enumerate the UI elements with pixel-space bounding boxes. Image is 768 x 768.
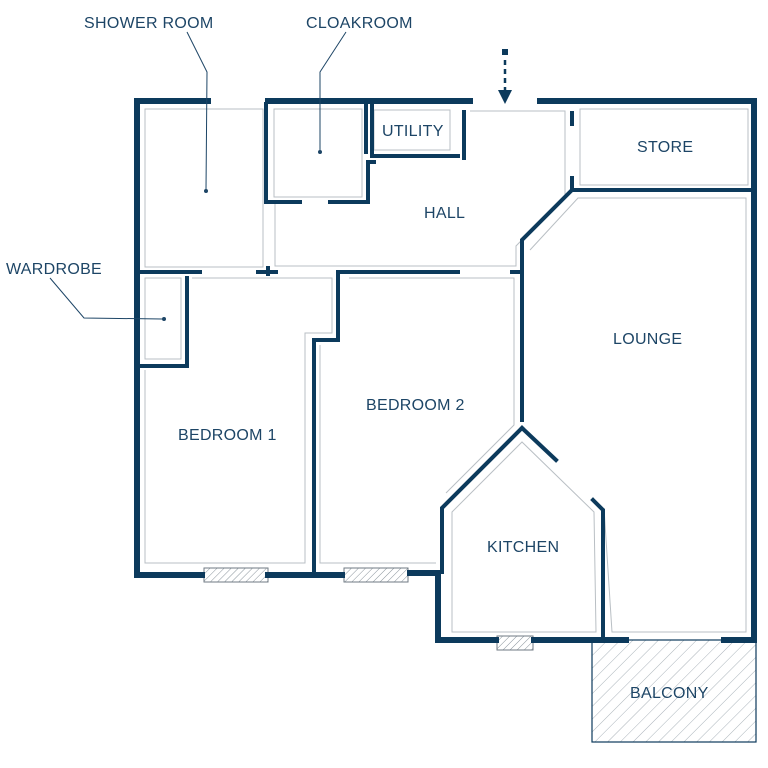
label-wardrobe: WARDROBE [6, 261, 102, 278]
window-bedroom-2 [343, 567, 409, 583]
label-utility: UTILITY [382, 123, 444, 140]
balcony-area [591, 639, 757, 743]
dashed-arrow-down-icon [502, 49, 508, 55]
label-bedroom-2: BEDROOM 2 [366, 397, 465, 414]
inner-wall-lines [144, 108, 749, 633]
interior-walls [139, 102, 754, 638]
label-balcony: BALCONY [630, 685, 709, 702]
leader-lines [49, 31, 347, 321]
label-bedroom-1: BEDROOM 1 [178, 427, 277, 444]
label-kitchen: KITCHEN [487, 539, 559, 556]
window-kitchen [496, 635, 534, 651]
label-shower-room: SHOWER ROOM [84, 15, 214, 32]
label-lounge: LOUNGE [613, 331, 682, 348]
label-cloakroom: CLOAKROOM [306, 15, 413, 32]
entrance-arrow [498, 49, 512, 104]
label-hall: HALL [424, 205, 465, 222]
window-bedroom-1 [203, 567, 269, 583]
label-store: STORE [637, 139, 693, 156]
outer-walls [134, 98, 757, 643]
